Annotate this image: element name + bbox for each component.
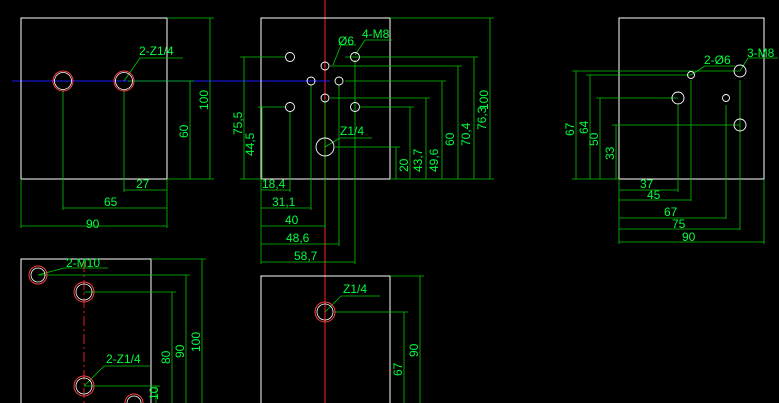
dim-67-e: 67 bbox=[391, 362, 405, 376]
dim-44-5: 44,5 bbox=[243, 132, 257, 156]
dim-45-c: 45 bbox=[647, 188, 661, 202]
thread-hole-2 bbox=[350, 52, 360, 62]
thread-hole-3 bbox=[285, 102, 295, 112]
dowel-hole-c1 bbox=[687, 71, 695, 79]
dim-100-d: 100 bbox=[189, 332, 203, 352]
view-b-hole-callout: Ø6 bbox=[338, 34, 354, 48]
dim-64-c: 64 bbox=[577, 120, 591, 134]
port-hole-d2 bbox=[73, 375, 95, 397]
dim-43-7: 43,7 bbox=[411, 148, 425, 172]
dim-67-c-bottom: 67 bbox=[664, 205, 678, 219]
thread-hole-4 bbox=[350, 102, 360, 112]
dim-60-b: 60 bbox=[443, 132, 457, 146]
dim-80-d: 80 bbox=[159, 350, 173, 364]
view-b-outline bbox=[260, 17, 391, 180]
dim-18-4: 18,4 bbox=[262, 177, 286, 191]
port-hole-b bbox=[315, 137, 335, 157]
view-b-thread-callout: 4-M8 bbox=[362, 27, 390, 41]
small-hole-4 bbox=[320, 93, 330, 103]
dowel-hole-c2 bbox=[722, 94, 730, 102]
small-hole-1 bbox=[320, 61, 330, 71]
dim-90: 90 bbox=[86, 217, 100, 231]
view-b-top-middle: Ø6 4-M8 Z1/4 18,4 31,1 40 48,6 58,7 75,5… bbox=[231, 17, 494, 264]
dim-75-5: 75,5 bbox=[231, 111, 245, 135]
dim-90-e: 90 bbox=[407, 343, 421, 357]
view-c-thread-callout: 3-M8 bbox=[747, 46, 775, 60]
view-a-outline bbox=[20, 17, 168, 180]
port-hole-e bbox=[314, 301, 336, 323]
dim-33-c: 33 bbox=[603, 146, 617, 160]
small-hole-2 bbox=[306, 76, 316, 86]
dim-65: 65 bbox=[104, 195, 118, 209]
dim-31-1: 31,1 bbox=[272, 195, 296, 209]
view-e-bottom-middle: Z1/4 90 67 bbox=[260, 275, 424, 403]
dim-27: 27 bbox=[136, 177, 150, 191]
view-c-top-right: 2-Ø6 3-M8 67 64 50 33 37 45 67 75 90 bbox=[563, 17, 778, 244]
view-d-port-callout: 2-Z1/4 bbox=[106, 352, 141, 366]
small-hole-3 bbox=[334, 76, 344, 86]
dim-10-d: 10 bbox=[147, 386, 161, 400]
view-a-hole-callout: 2-Z1/4 bbox=[139, 44, 174, 58]
thread-hole-c3 bbox=[671, 91, 685, 105]
dim-67-c: 67 bbox=[563, 122, 577, 136]
dim-20: 20 bbox=[397, 158, 411, 172]
dim-75-c: 75 bbox=[672, 217, 686, 231]
dim-48-6: 48,6 bbox=[286, 231, 310, 245]
thread-hole-d1 bbox=[28, 265, 48, 285]
dim-70-4: 70,4 bbox=[459, 122, 473, 146]
view-c-outline bbox=[618, 17, 765, 180]
thread-hole-1 bbox=[285, 52, 295, 62]
dim-90-d: 90 bbox=[173, 344, 187, 358]
thread-hole-c1 bbox=[733, 64, 747, 78]
view-d-outline bbox=[20, 258, 152, 403]
dim-49-6: 49,6 bbox=[427, 148, 441, 172]
port-hole-d1 bbox=[73, 281, 95, 303]
dim-100-b: 100 bbox=[477, 90, 491, 110]
dim-40: 40 bbox=[285, 213, 299, 227]
dim-60: 60 bbox=[177, 124, 191, 138]
dim-100: 100 bbox=[197, 90, 211, 110]
view-b-port-callout: Z1/4 bbox=[340, 124, 364, 138]
thread-hole-c2 bbox=[733, 118, 747, 132]
view-e-outline bbox=[260, 275, 391, 403]
view-c-hole-callout: 2-Ø6 bbox=[704, 53, 731, 67]
dim-76-3: 76,3 bbox=[475, 106, 489, 130]
dim-37-c: 37 bbox=[640, 177, 654, 191]
port-hole-2 bbox=[113, 70, 135, 92]
dim-90-c: 90 bbox=[682, 230, 696, 244]
view-d-bottom-left: 2-M10 2-Z1/4 100 90 80 10 bbox=[20, 256, 206, 403]
dim-58-7: 58,7 bbox=[294, 249, 318, 263]
view-a-top-left: 2-Z1/4 27 65 90 100 60 bbox=[20, 17, 214, 231]
thread-hole-d2 bbox=[124, 393, 144, 403]
dim-50-c: 50 bbox=[587, 132, 601, 146]
port-hole-1 bbox=[52, 70, 74, 92]
view-d-thread-callout: 2-M10 bbox=[66, 256, 100, 270]
view-e-port-callout: Z1/4 bbox=[343, 282, 367, 296]
